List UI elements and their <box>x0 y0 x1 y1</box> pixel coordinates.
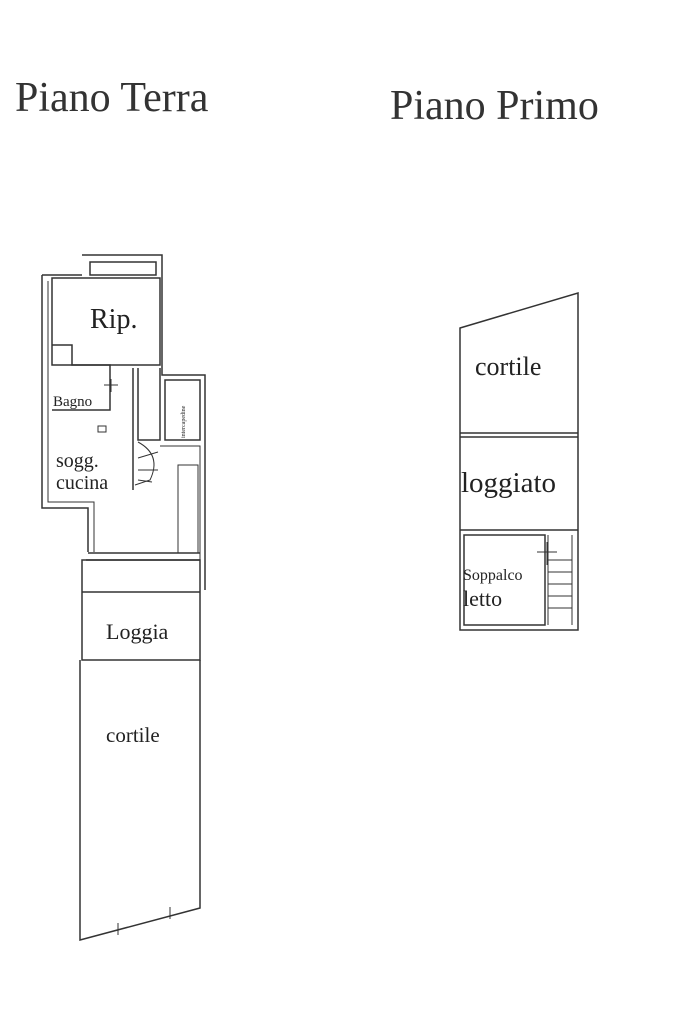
label-cucina: cucina <box>56 472 108 494</box>
room-soppalco <box>460 529 578 626</box>
label-loggiato: loggiato <box>461 467 556 499</box>
room-bagno <box>52 344 111 411</box>
label-loggia: Loggia <box>106 619 169 644</box>
ground-floor-plan <box>41 254 206 941</box>
label-bagno: Bagno <box>53 394 92 410</box>
room-loggia <box>81 559 201 661</box>
room-cortile <box>79 660 201 941</box>
label-letto: letto <box>463 586 502 611</box>
first-floor-plan <box>459 291 579 631</box>
label-intercapedine: intercapedine <box>181 405 187 438</box>
label-cortile-primo: cortile <box>475 352 541 381</box>
title-piano-primo: Piano Primo <box>390 83 599 129</box>
label-soppalco: Soppalco <box>463 567 523 584</box>
room-loggiato <box>460 432 578 438</box>
label-rip: Rip. <box>90 304 137 335</box>
title-piano-terra: Piano Terra <box>15 75 209 121</box>
room-intercapedine <box>164 379 201 441</box>
label-sogg: sogg. <box>56 450 99 472</box>
label-cortile-terra: cortile <box>106 723 160 747</box>
